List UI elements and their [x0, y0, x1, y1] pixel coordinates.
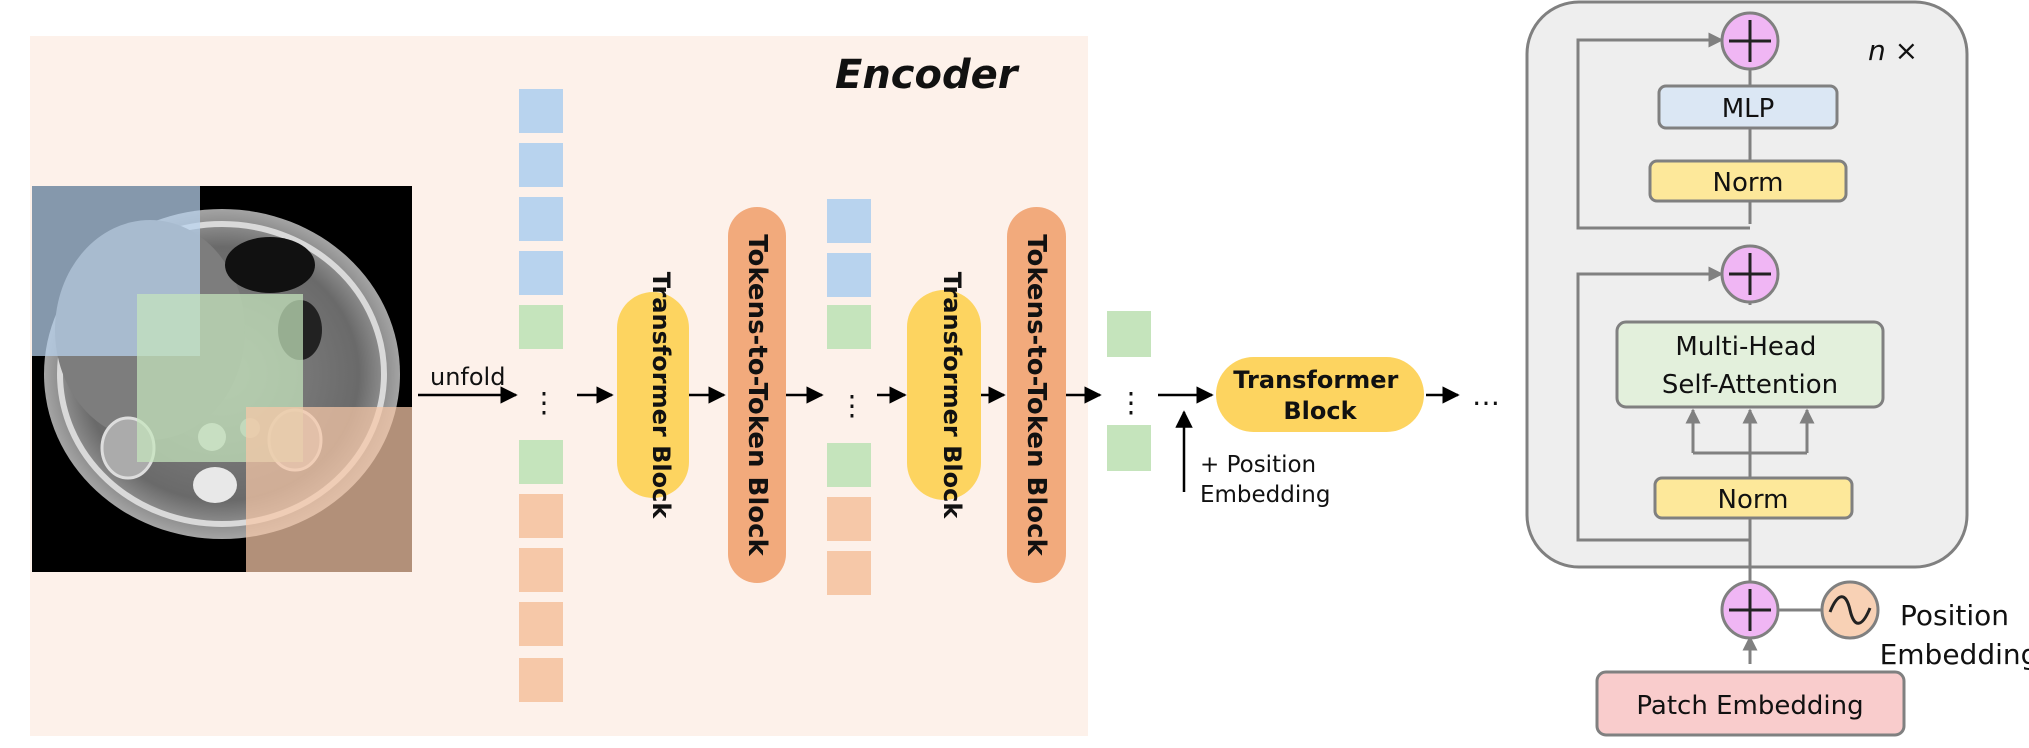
attention-box [1615, 320, 1885, 409]
repeat-label: n × [1868, 34, 1918, 67]
token-blue [519, 89, 563, 133]
norm-label: Norm [1713, 168, 1784, 198]
mlp-box [1657, 84, 1839, 130]
token-column-1: ⋮ [519, 89, 563, 702]
ellipsis-vertical: ⋮ [530, 386, 558, 419]
trailing-ellipsis: … [1472, 379, 1500, 412]
token-blue [519, 143, 563, 187]
token-blue [827, 199, 871, 243]
token-orange [827, 551, 871, 595]
add-middle-icon [1720, 244, 1780, 304]
ct-scan-image [32, 186, 412, 572]
token-blue [519, 197, 563, 241]
patch-orange [246, 407, 412, 572]
token-orange [519, 548, 563, 592]
token-orange [827, 497, 871, 541]
token-orange [519, 494, 563, 538]
patch-embedding-box [1595, 670, 1906, 737]
token-green [1107, 425, 1151, 471]
ellipsis-vertical: ⋮ [1117, 386, 1145, 419]
norm-box-bottom [1653, 476, 1854, 520]
mlp-label: MLP [1722, 94, 1775, 124]
token-orange [519, 658, 563, 702]
vit-block-panel: n × MLP Norm Multi-Head Self-Attention [1525, 0, 1969, 664]
token-blue [827, 253, 871, 297]
transformer-block-label: Transformer Block [938, 272, 966, 520]
token-green [827, 305, 871, 349]
position-embedding-side-label: Position Embedding [1880, 599, 2029, 671]
token-green [1107, 311, 1151, 357]
svg-text:Transformer Block: Transformer Block [1233, 366, 1406, 425]
t2t-block-label: Tokens-to-Token Block [1021, 234, 1051, 556]
token-green [519, 305, 563, 349]
add-top-icon [1720, 11, 1780, 71]
attention-label: Multi-Head Self-Attention [1662, 332, 1838, 400]
token-orange [519, 602, 563, 646]
sine-wave-icon [1820, 580, 1880, 640]
token-green [827, 443, 871, 487]
add-bottom-icon [1720, 580, 1780, 640]
position-embedding-label: + Position Embedding [1200, 452, 1330, 508]
token-column-3: ⋮ [1107, 311, 1151, 471]
t2t-block-label: Tokens-to-Token Block [742, 234, 772, 556]
transformer-block-1: Transformer Block [617, 272, 689, 520]
unfold-label: unfold [430, 363, 505, 391]
t2t-block-2: Tokens-to-Token Block [1007, 207, 1066, 583]
patch-embedding-label: Patch Embedding [1636, 691, 1863, 721]
transformer-block-label: Transformer Block [647, 272, 675, 520]
norm-box-top [1648, 159, 1848, 203]
t2t-block-1: Tokens-to-Token Block [728, 207, 786, 583]
transformer-block-2: Transformer Block [907, 272, 981, 520]
norm-label: Norm [1718, 485, 1789, 515]
token-column-2: ⋮ [827, 199, 871, 595]
token-green [519, 440, 563, 484]
token-blue [519, 251, 563, 295]
encoder-title: Encoder [835, 52, 1020, 98]
transformer-block-3: Transformer Block [1216, 357, 1424, 432]
ellipsis-vertical: ⋮ [838, 389, 866, 422]
